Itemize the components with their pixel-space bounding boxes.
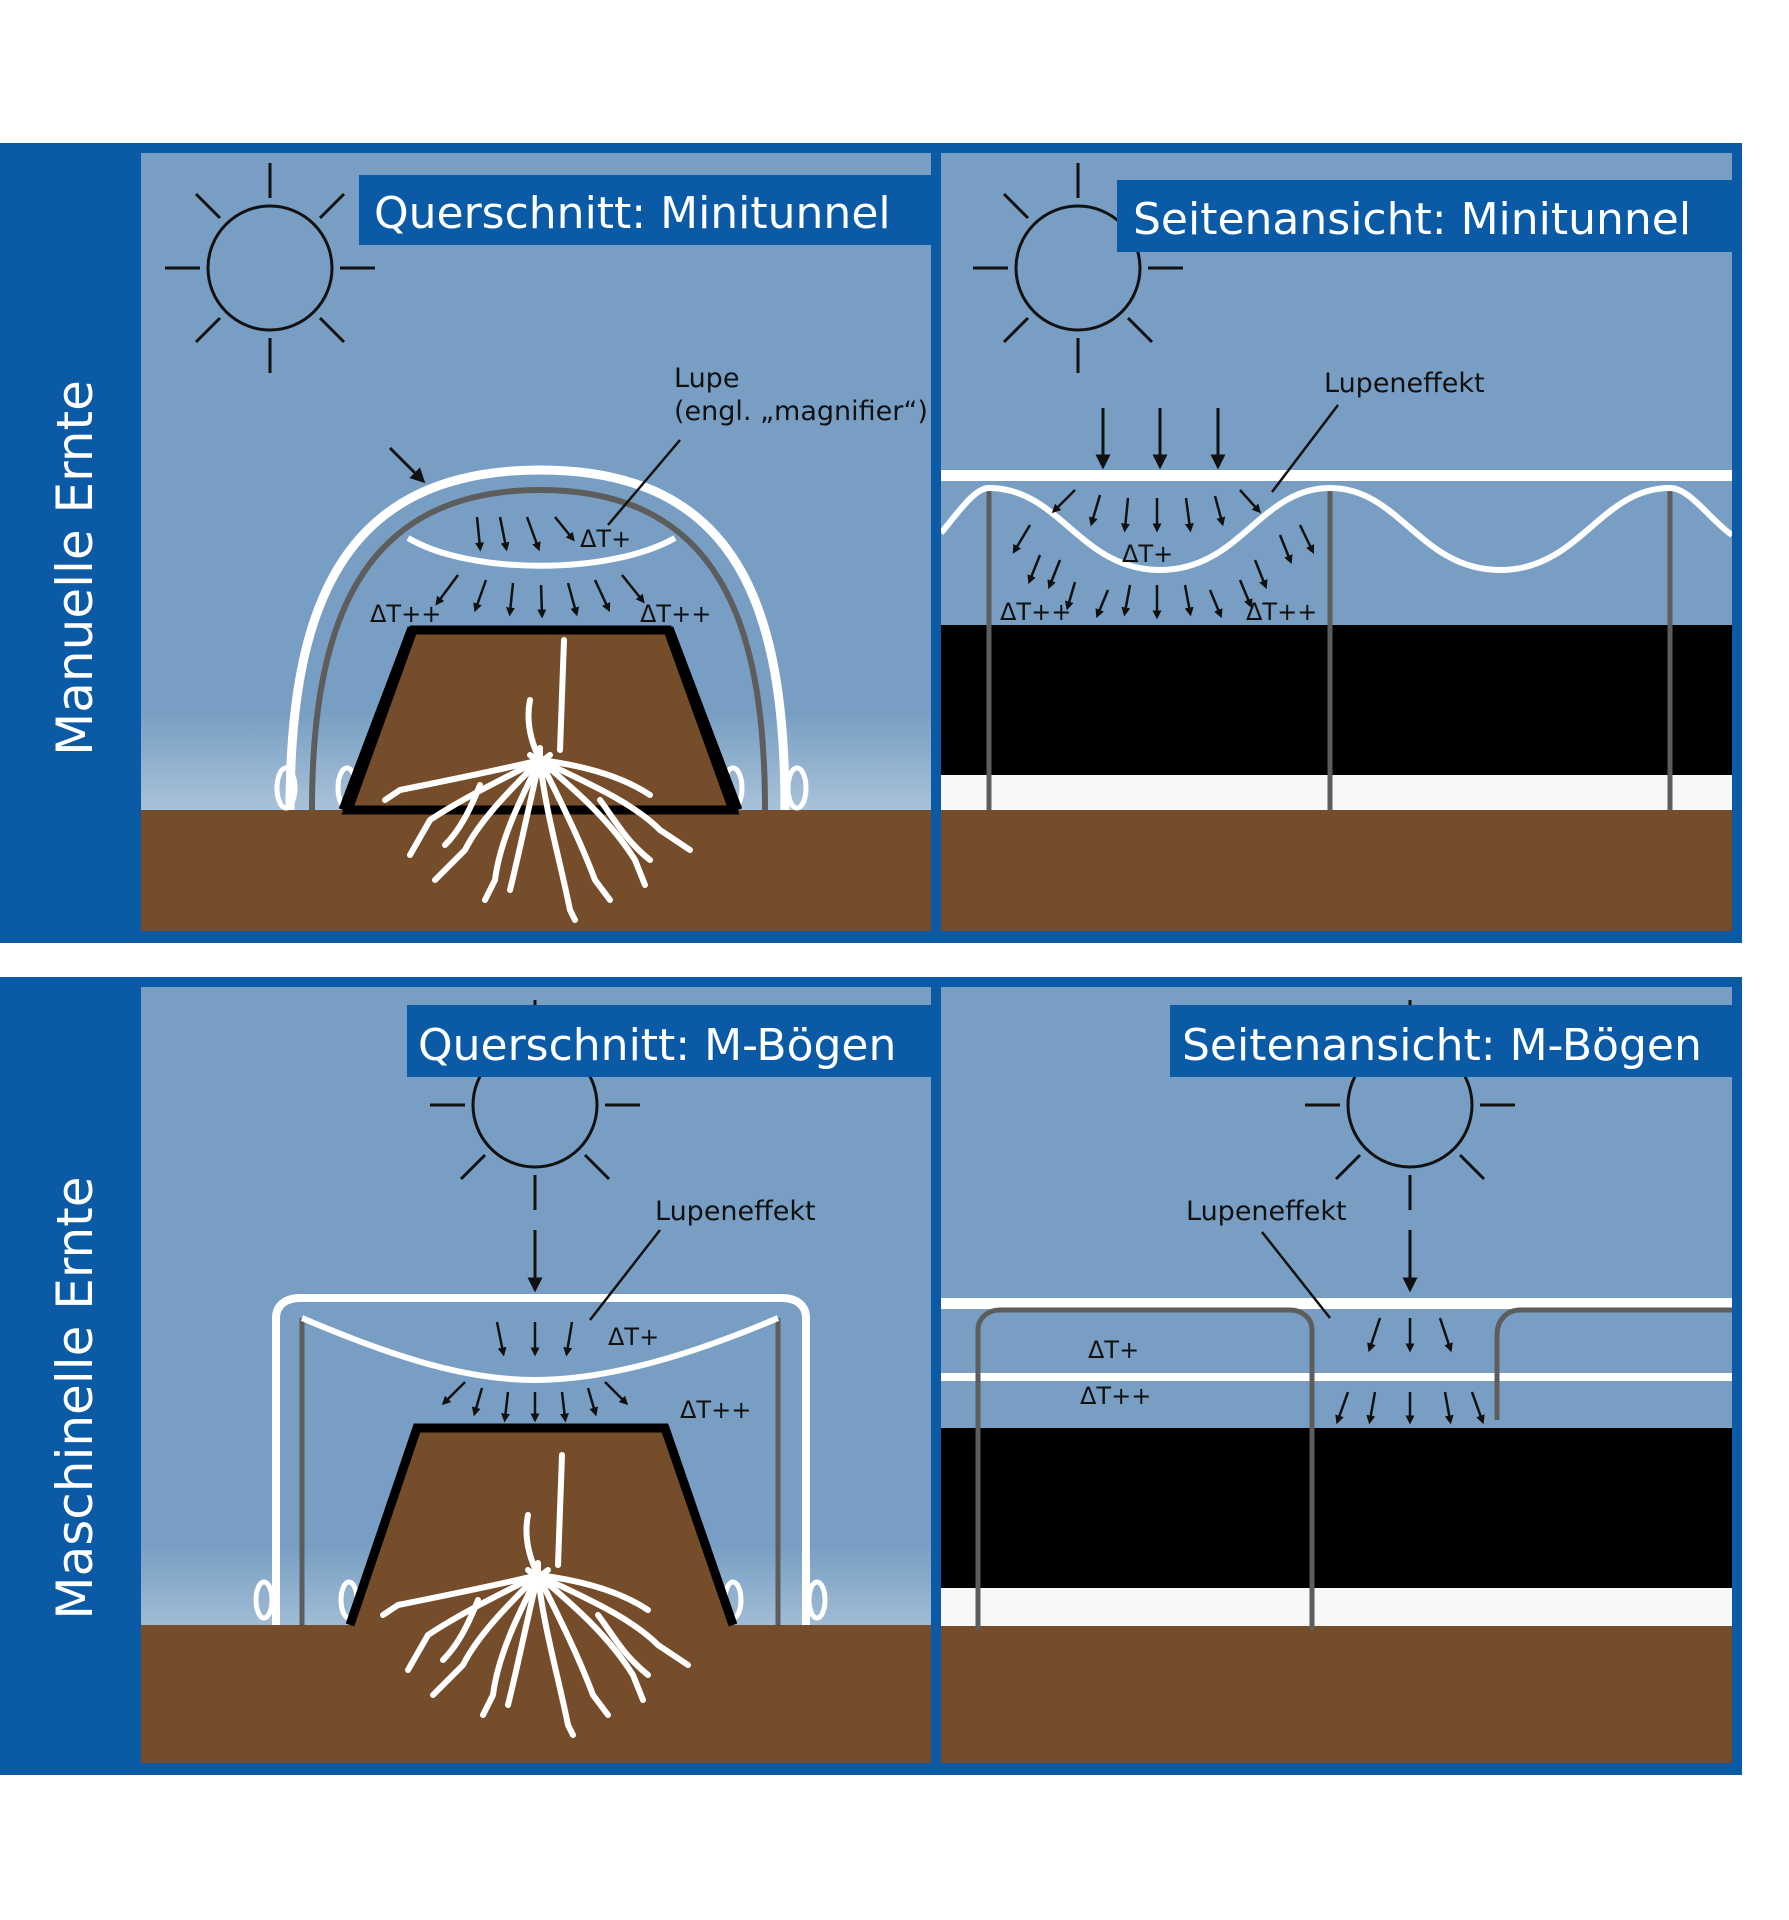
- delta-t-plusplus-left: ΔT++: [370, 600, 441, 628]
- delta-t-plusplus: ΔT++: [680, 1396, 751, 1424]
- panel-title-machine-side: Seitenansicht: M-Bögen: [1182, 1020, 1702, 1071]
- panel-manual-side: Seitenansicht: Minitunnel Lupeneffekt ΔT…: [941, 153, 1732, 931]
- arrow-down-icon: [1335, 1317, 1485, 1425]
- panel-manual-cross: Querschnitt: Minitunnel Lupe (engl. „mag…: [141, 153, 931, 931]
- delta-t-plus: ΔT+: [1088, 1336, 1139, 1364]
- delta-t-plusplus: ΔT++: [1080, 1382, 1151, 1410]
- panel-title-manual-side: Seitenansicht: Minitunnel: [1133, 194, 1691, 245]
- annotation-lupeneffekt: Lupeneffekt: [655, 1196, 816, 1227]
- panel-title-manual-cross: Querschnitt: Minitunnel: [374, 188, 891, 239]
- delta-t-plus: ΔT+: [580, 525, 631, 553]
- arrow-down-icon: [441, 1321, 629, 1423]
- annotation-lupeneffekt: Lupeneffekt: [1186, 1196, 1347, 1227]
- annotation-lupe: Lupe: [674, 363, 739, 394]
- arrow-down-icon: [1012, 489, 1315, 620]
- delta-t-plusplus-right: ΔT++: [640, 600, 711, 628]
- panel-machine-cross: Querschnitt: M-Bögen Lupeneffekt ΔT+ ΔT+…: [141, 987, 931, 1763]
- row-machine: Maschinelle Ernte: [0, 977, 1742, 1775]
- annotation-lupe-note: (engl. „magnifier“): [674, 396, 928, 427]
- annotation-lupeneffekt: Lupeneffekt: [1324, 368, 1485, 399]
- panel-title-machine-cross: Querschnitt: M-Bögen: [418, 1020, 896, 1071]
- delta-t-plusplus-right: ΔT++: [1246, 598, 1317, 626]
- delta-t-plus: ΔT+: [1122, 540, 1173, 568]
- panel-machine-side: Seitenansicht: M-Bögen Lupeneffekt ΔT+ Δ…: [941, 987, 1732, 1763]
- delta-t-plusplus-left: ΔT++: [1000, 598, 1071, 626]
- delta-t-plus: ΔT+: [608, 1323, 659, 1351]
- row-label-manual: Manuelle Ernte: [46, 380, 104, 756]
- row-label-machine: Maschinelle Ernte: [46, 1176, 104, 1619]
- row-manual: Manuelle Ernte: [0, 143, 1742, 943]
- arrow-down-icon: [435, 516, 645, 619]
